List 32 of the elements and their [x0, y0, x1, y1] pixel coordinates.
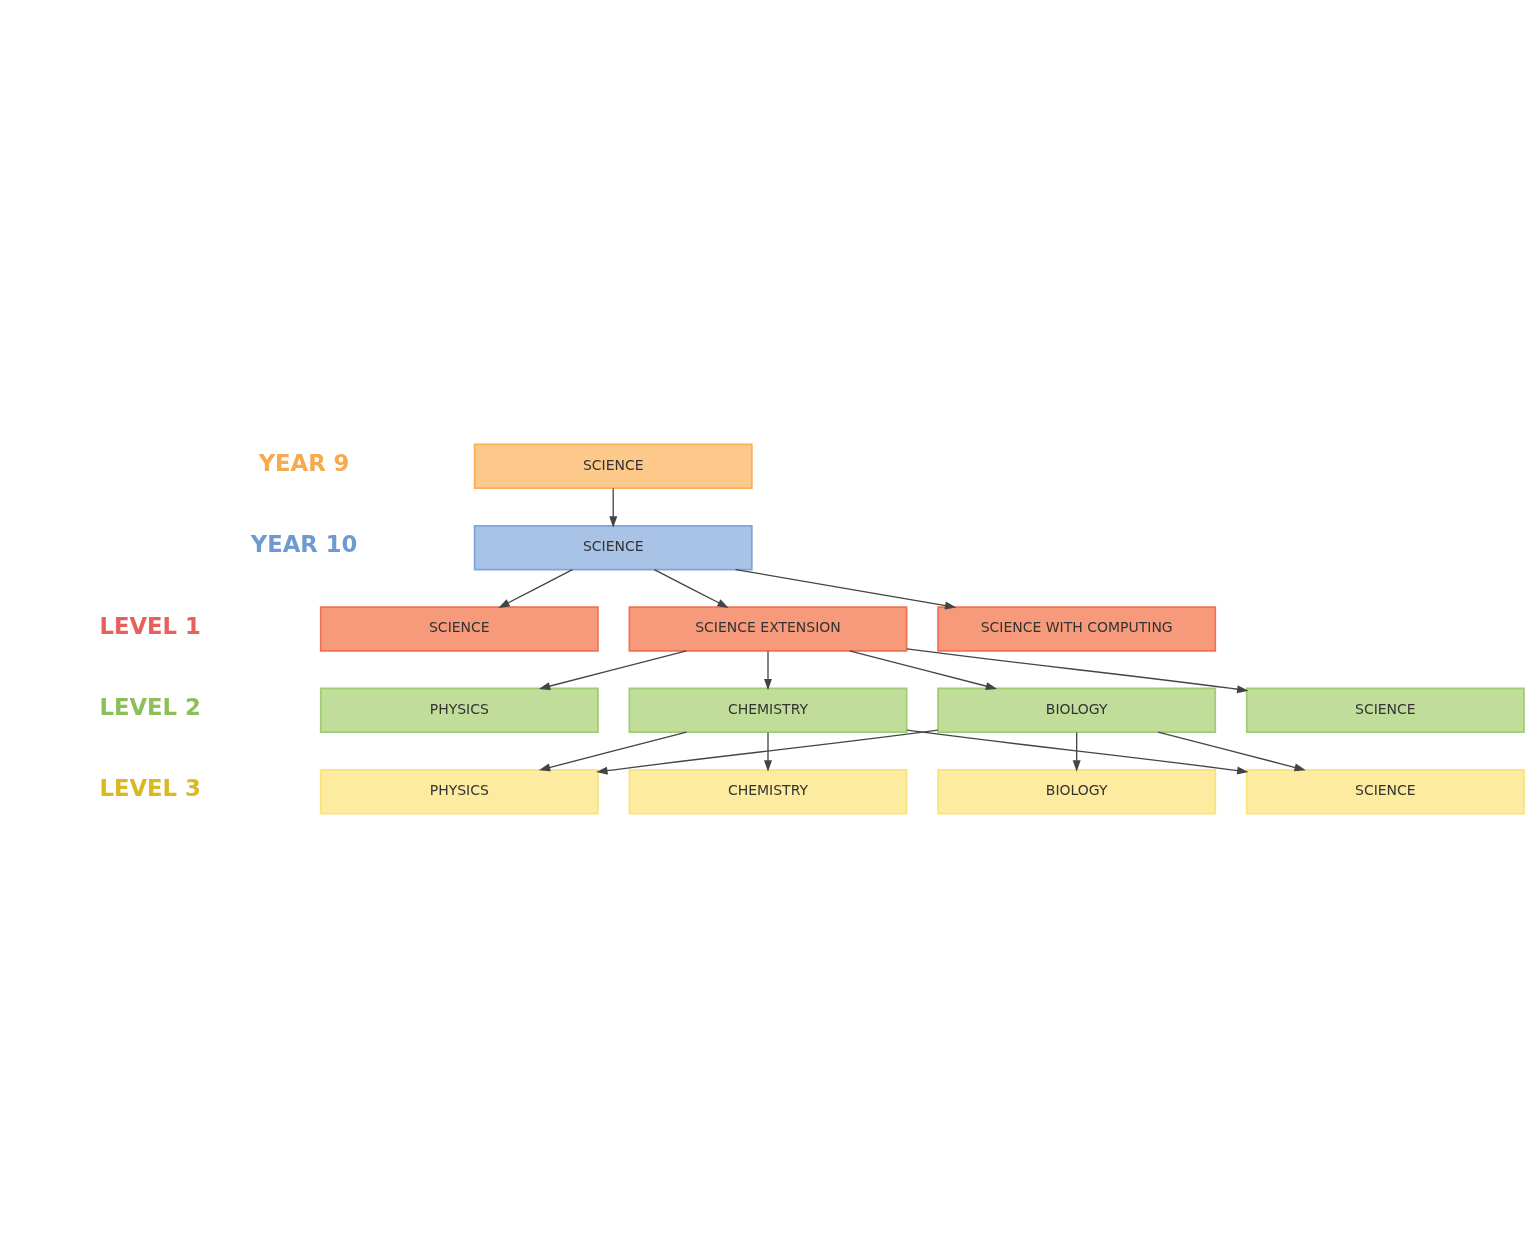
arrow: [1072, 731, 1081, 772]
label: LEVEL 1: [99, 612, 201, 639]
arrow: [848, 649, 998, 690]
label: LEVEL 2: [99, 693, 201, 720]
arrow: [653, 568, 729, 608]
node-box: PHYSICS: [319, 768, 599, 814]
label: LEVEL 3: [99, 774, 201, 801]
arrow: [906, 647, 1249, 693]
node-box: CHEMISTRY: [628, 768, 908, 814]
node-box: BIOLOGY: [937, 768, 1217, 814]
node-box: CHEMISTRY: [628, 687, 908, 733]
node-box: SCIENCE EXTENSION: [628, 605, 908, 652]
arrow: [609, 487, 618, 528]
node-box: SCIENCE: [473, 524, 753, 570]
node-box: BIOLOGY: [937, 687, 1217, 733]
arrow: [498, 568, 574, 608]
label: YEAR 10: [250, 530, 358, 557]
node-box: SCIENCE: [1245, 687, 1525, 733]
arrow: [764, 650, 772, 690]
arrow: [538, 649, 688, 690]
label: YEAR 9: [258, 449, 350, 476]
node-box: PHYSICS: [319, 687, 599, 733]
node-box: SCIENCE: [473, 443, 753, 489]
node-box: SCIENCE WITH COMPUTING: [937, 605, 1217, 652]
arrow: [734, 568, 957, 609]
arrow: [906, 728, 1249, 774]
arrow: [596, 729, 939, 775]
arrow: [764, 731, 772, 772]
node-box: SCIENCE: [1245, 768, 1525, 814]
arrow: [1157, 731, 1306, 771]
node-box: SCIENCE: [319, 605, 599, 652]
arrow: [538, 731, 688, 771]
